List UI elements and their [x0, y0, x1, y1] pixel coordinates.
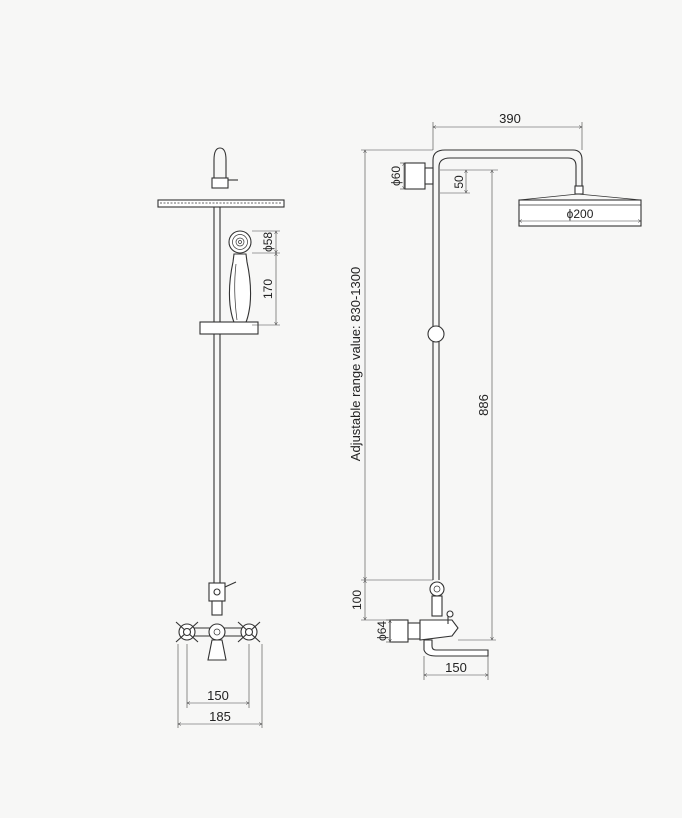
dim-valve-diameter: ϕ64: [375, 621, 389, 641]
dim-handset-length: 170: [261, 279, 275, 299]
dim-riser-height: 886: [476, 394, 491, 416]
dim-adjustable-range: Adjustable range value: 830-1300: [348, 267, 363, 461]
front-diverter: [208, 581, 237, 616]
front-shower-head: [157, 199, 285, 208]
dim-valve-width: 185: [209, 709, 231, 724]
dim-spout-projection: 150: [445, 660, 467, 675]
front-view: ϕ58 170: [157, 147, 285, 728]
front-valve: [175, 621, 261, 661]
dim-arm-drop: 50: [452, 175, 466, 189]
wall-bracket: [404, 162, 434, 190]
dim-outlet-offset: 100: [350, 590, 364, 610]
dim-spout-reach: 390: [499, 111, 521, 126]
front-hand-shower: [228, 230, 252, 327]
side-valve: [389, 610, 489, 657]
dim-handset-diameter: ϕ58: [261, 232, 275, 252]
dim-arm-pipe-diameter: ϕ60: [389, 166, 403, 186]
slide-bracket: [199, 321, 259, 335]
side-view: 390 ϕ60 50 ϕ200 Adjustable range value: …: [348, 111, 641, 680]
dim-inlet-centres: 150: [207, 688, 229, 703]
dim-head-diameter: ϕ200: [567, 207, 594, 221]
